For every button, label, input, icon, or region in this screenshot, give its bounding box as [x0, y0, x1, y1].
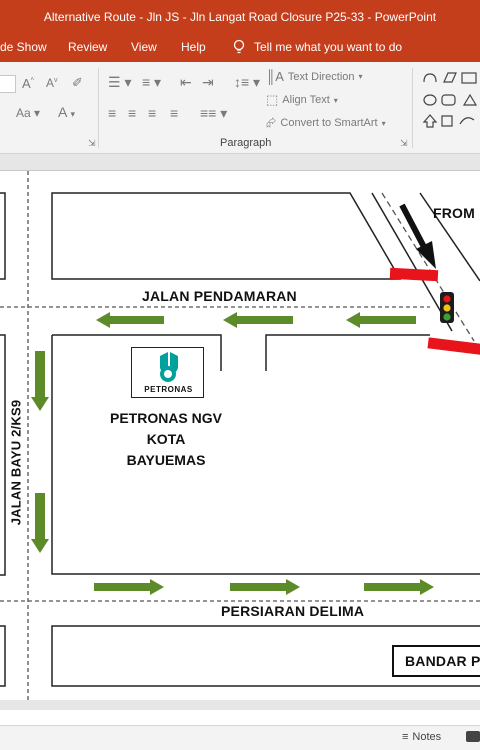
comments-icon[interactable] [466, 731, 480, 742]
map-block-edge [52, 334, 222, 371]
align-right-icon[interactable]: ≡ [148, 105, 157, 121]
bullets-icon[interactable]: ☰ ▾ [108, 74, 132, 90]
grow-font-button[interactable]: A^ [22, 76, 34, 91]
incoming-arrow [399, 203, 436, 269]
bandar-label-box: BANDAR P [392, 645, 480, 677]
decrease-indent-icon[interactable]: ⇤ [180, 74, 192, 90]
station-name-line: PETRONAS NGV [109, 410, 222, 426]
notes-label: Notes [412, 731, 442, 743]
tab-review[interactable]: Review [68, 40, 108, 54]
tab-help[interactable]: Help [181, 40, 206, 54]
map-block-edge [51, 625, 480, 687]
increase-indent-icon[interactable]: ⇥ [202, 74, 214, 90]
station-name-line: BAYUEMAS [126, 452, 206, 468]
right-arrow [94, 579, 164, 595]
road-closure-bar [427, 337, 480, 356]
left-arrow [96, 312, 164, 328]
traffic-light-icon [440, 292, 454, 323]
station-name-line: KOTA [146, 431, 186, 447]
down-arrow [31, 351, 49, 411]
font-dialog-launcher-icon[interactable]: ⇲ [88, 138, 96, 148]
ribbon-tab-bar: de Show Review View Help Tell me what yo… [0, 33, 480, 62]
chevron-down-icon: ▾ [381, 118, 386, 128]
status-bar: ≡ Notes [0, 725, 480, 750]
align-center-icon[interactable]: ≡ [128, 105, 137, 121]
font-dropdown-edge[interactable] [0, 75, 16, 93]
clear-formatting-icon[interactable]: ✐ [72, 75, 83, 90]
font-color-button[interactable]: A ▾ [58, 104, 75, 120]
down-arrow [31, 493, 49, 553]
change-case-button[interactable]: Aa ▾ [16, 106, 41, 120]
text-direction-button[interactable]: ║A Text Direction ▾ [266, 69, 363, 84]
right-arrow [364, 579, 434, 595]
paragraph-dialog-launcher-icon[interactable]: ⇲ [400, 138, 408, 148]
diagonal-road-edge [371, 192, 453, 332]
road-label-jalan-pendamaran: JALAN PENDAMARAN [142, 288, 297, 304]
road-closure-bar [389, 267, 439, 282]
notes-icon: ≡ [402, 731, 409, 743]
convert-smartart-button[interactable]: ⮳ Convert to SmartArt ▾ [266, 115, 386, 130]
tab-slide-show[interactable]: de Show [0, 40, 47, 54]
petronas-logo-text: PETRONAS [144, 385, 193, 394]
shape-thumbnails-icon [422, 72, 478, 128]
petronas-emblem-icon [160, 352, 178, 382]
map-block [0, 625, 6, 687]
columns-icon[interactable]: ≡≡ ▾ [200, 105, 228, 121]
ribbon-separator [98, 68, 99, 148]
lightbulb-icon [233, 39, 245, 54]
justify-icon[interactable]: ≡ [170, 105, 179, 121]
detour-arrows-left [31, 351, 49, 553]
ribbon-separator [412, 68, 413, 148]
smartart-icon: ⮳ [266, 115, 277, 130]
align-text-button[interactable]: ⬚ Align Text ▾ [266, 92, 338, 107]
tell-me-text: Tell me what you want to do [254, 40, 403, 54]
bandar-label: BANDAR P [405, 653, 480, 669]
window-title: Alternative Route - Jln JS - Jln Langat … [43, 9, 437, 24]
chevron-down-icon: ▾ [333, 95, 338, 105]
slide-pane: PETRONAS PETRONAS NGV KOTA BAYUEMAS JALA… [0, 154, 480, 710]
station-name: PETRONAS NGV KOTA BAYUEMAS [96, 408, 236, 471]
ribbon: A^ Av ✐ Aa ▾ A ▾ ⇲ ☰ ▾ ≡ ▾ ⇤ ⇥ ↕≡ ▾ ≡ ≡ … [0, 62, 480, 154]
slide-canvas[interactable]: PETRONAS PETRONAS NGV KOTA BAYUEMAS JALA… [0, 170, 480, 700]
left-arrow [223, 312, 293, 328]
shapes-gallery[interactable] [420, 68, 480, 132]
right-arrow [230, 579, 300, 595]
map-drawing [0, 171, 480, 700]
petronas-logo: PETRONAS [131, 347, 204, 398]
title-bar: Alternative Route - Jln JS - Jln Langat … [0, 0, 480, 33]
text-direction-icon: ║A [266, 69, 284, 84]
left-arrow [346, 312, 416, 328]
map-block-edge [265, 334, 430, 371]
detour-arrows-bottom [94, 579, 434, 595]
diagonal-road-centerline [381, 192, 475, 342]
numbering-icon[interactable]: ≡ ▾ [142, 74, 162, 90]
align-left-icon[interactable]: ≡ [108, 105, 117, 121]
map-block [0, 192, 6, 280]
shrink-font-button[interactable]: Av [46, 76, 58, 90]
diagonal-road-edge [419, 192, 480, 282]
notes-button[interactable]: ≡ Notes [402, 731, 441, 743]
road-label-jalan-bayu: JALAN BAYU 2/KS9 [8, 399, 24, 526]
paragraph-group-label: Paragraph [220, 137, 272, 149]
map-block-edge [51, 335, 480, 575]
map-block [51, 192, 402, 280]
tab-view[interactable]: View [131, 40, 157, 54]
tell-me-box[interactable]: Tell me what you want to do [232, 39, 402, 55]
align-text-icon: ⬚ [266, 92, 279, 107]
from-label: FROM [433, 205, 476, 221]
road-label-persiaran-delima: PERSIARAN DELIMA [221, 603, 365, 619]
map-block [0, 334, 6, 576]
detour-arrows-top [96, 312, 416, 328]
line-spacing-icon[interactable]: ↕≡ ▾ [234, 74, 261, 90]
chevron-down-icon: ▾ [358, 72, 363, 81]
